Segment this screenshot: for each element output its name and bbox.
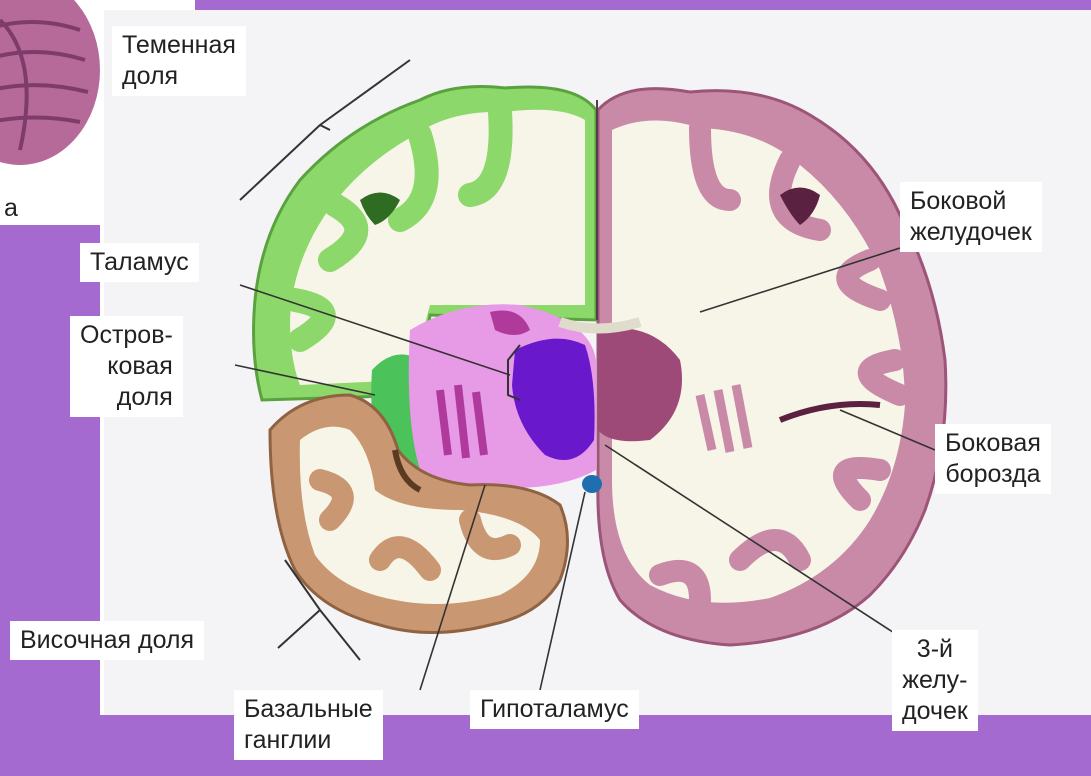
corner-cut-off-text: а: [0, 193, 22, 224]
parietal-lobe-label: Теменная доля: [112, 26, 246, 96]
lateral-ventricle-label: Боковой желудочек: [900, 182, 1042, 252]
lateral-sulcus-label: Боковая борозда: [935, 424, 1051, 494]
basal-ganglia-label: Базальные ганглии: [234, 690, 383, 760]
frame-top-bar: [195, 0, 1091, 10]
insular-lobe-label: Остров- ковая доля: [70, 316, 183, 417]
hypothalamus-region: [582, 475, 602, 493]
corner-brain-fragment: [0, 0, 100, 165]
hypothalamus-label: Гипоталамус: [470, 690, 639, 729]
temporal-lobe-label: Височная доля: [10, 621, 204, 660]
thalamus-label: Таламус: [80, 243, 199, 282]
frame-left-column: [0, 225, 100, 776]
third-ventricle-label: 3-й желу- дочек: [892, 630, 978, 731]
